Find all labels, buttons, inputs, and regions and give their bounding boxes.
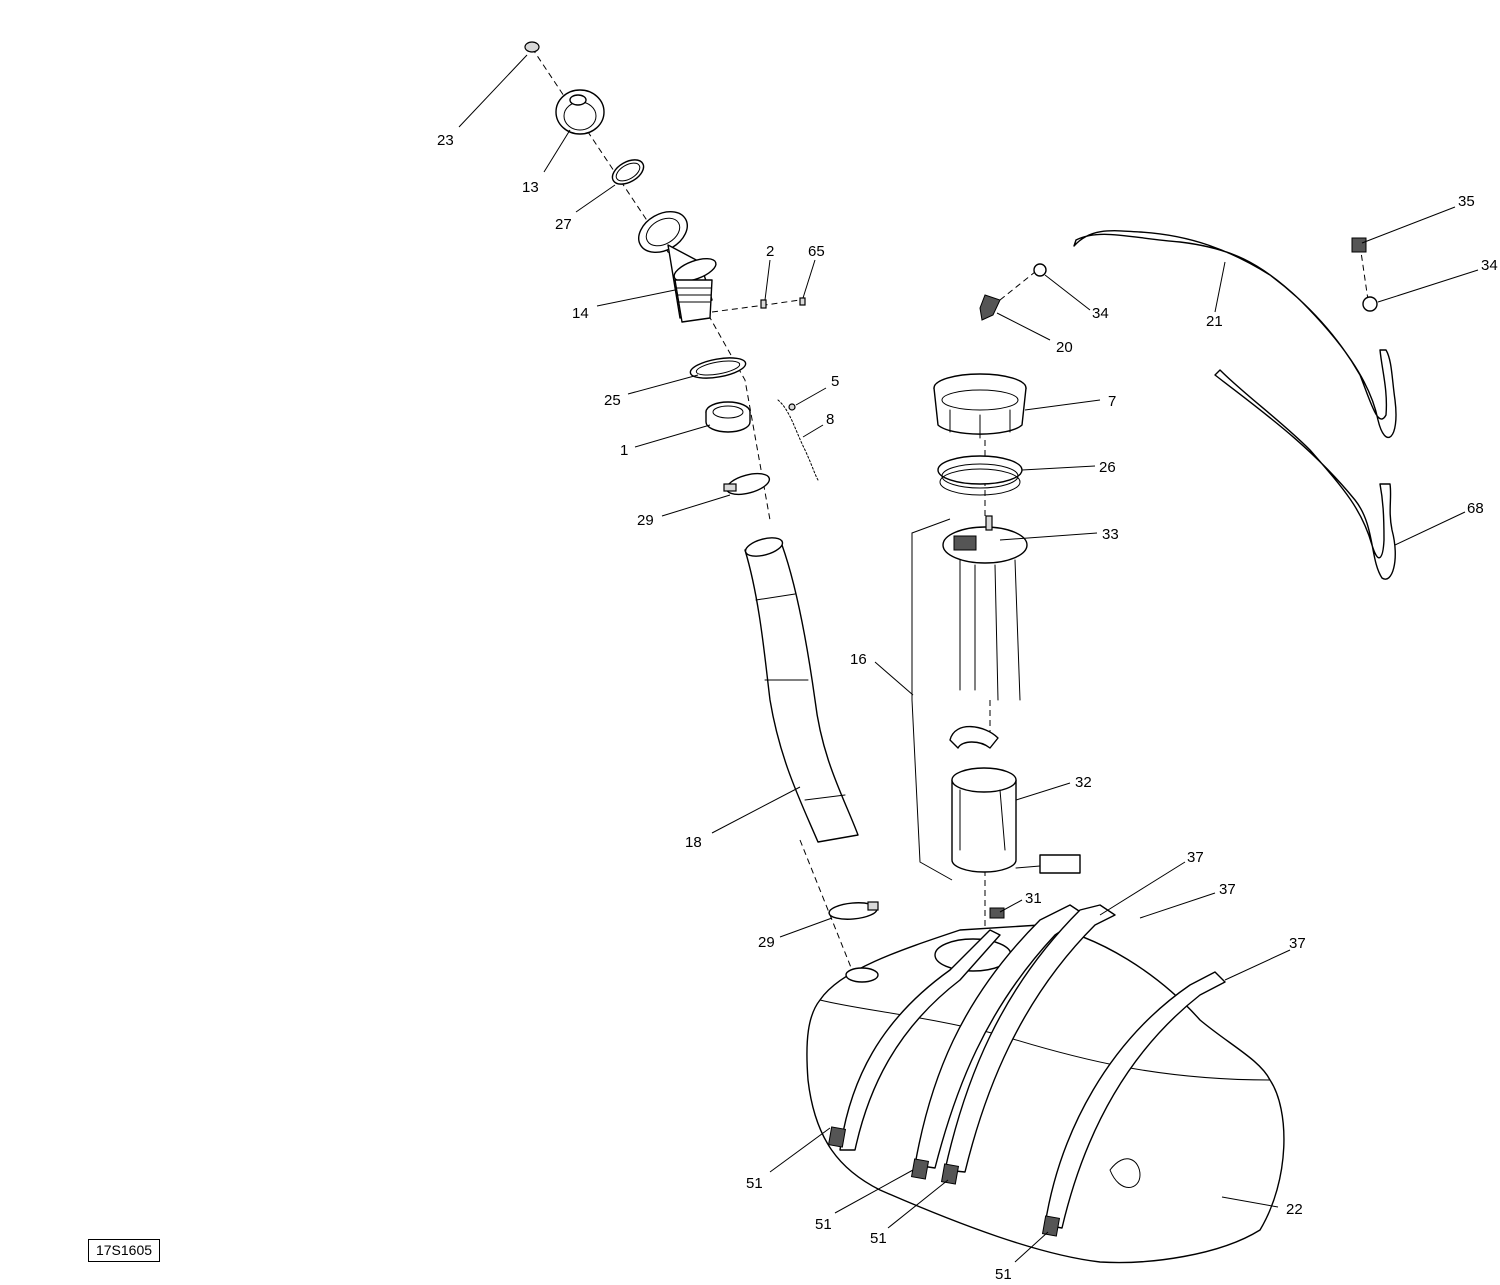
diagram-reference-code: 17S1605	[88, 1239, 160, 1262]
callout-labels: 23 13 27 14 2 65 25 1 5 8 29 18 29 7 26 …	[437, 132, 1498, 1283]
part-21-vent-hose	[1073, 230, 1397, 439]
part-51-buckle-1	[827, 1126, 847, 1148]
part-51-buckle-4	[1041, 1215, 1061, 1237]
callout-20: 20	[1056, 339, 1073, 356]
callout-8: 8	[826, 411, 834, 428]
callout-34-left: 34	[1092, 305, 1109, 322]
callout-65: 65	[808, 243, 825, 260]
assembly-axis-vent	[999, 244, 1369, 301]
callout-13: 13	[522, 179, 539, 196]
callout-34-right: 34	[1481, 257, 1498, 274]
callout-5: 5	[831, 373, 839, 390]
part-65-screw	[799, 297, 806, 306]
callout-51-a: 51	[746, 1175, 763, 1192]
callout-26: 26	[1099, 459, 1116, 476]
leader-lines	[458, 54, 1479, 1263]
part-27-o-ring	[611, 159, 645, 185]
callout-31: 31	[1025, 890, 1042, 907]
part-68-overflow-hose	[1214, 369, 1396, 580]
part-35-valve	[1351, 237, 1367, 253]
part-26-seal-ring	[937, 455, 1023, 496]
callout-23: 23	[437, 132, 454, 149]
part-33-pump-flange	[942, 515, 1028, 701]
part-2-screw	[760, 299, 767, 309]
part-51-buckle-2	[910, 1158, 930, 1180]
callout-68: 68	[1467, 500, 1484, 517]
callout-18: 18	[685, 834, 702, 851]
part-37-strap-1	[839, 929, 1001, 1151]
callout-37-c: 37	[1289, 935, 1306, 952]
callout-29-upper: 29	[637, 512, 654, 529]
part-34-clamp-right	[1362, 296, 1378, 312]
part-34-clamp-left	[1033, 263, 1047, 277]
callout-32: 32	[1075, 774, 1092, 791]
part-16-assembly-bracket	[911, 518, 953, 881]
part-31-strap-clip	[989, 907, 1005, 919]
part-14-filler-neck	[638, 211, 717, 323]
callout-37-b: 37	[1219, 881, 1236, 898]
part-25-gasket	[689, 357, 747, 379]
part-51-buckle-3	[940, 1163, 960, 1185]
part-29-clamp-upper	[723, 472, 771, 496]
part-20-check-valve	[979, 294, 1001, 321]
callout-37-a: 37	[1187, 849, 1204, 866]
part-23-plug	[524, 41, 540, 53]
callout-2: 2	[766, 243, 774, 260]
callout-29-lower: 29	[758, 934, 775, 951]
callout-21: 21	[1206, 313, 1223, 330]
part-5-screw	[788, 403, 796, 411]
part-13-fuel-cap	[555, 89, 605, 135]
part-18-filler-hose	[744, 537, 859, 843]
part-7-lock-ring	[933, 373, 1027, 439]
part-1-ring-nut	[705, 401, 751, 433]
callout-25: 25	[604, 392, 621, 409]
callout-51-d: 51	[995, 1266, 1012, 1283]
callout-7: 7	[1108, 393, 1116, 410]
callout-33: 33	[1102, 526, 1119, 543]
callout-14: 14	[572, 305, 589, 322]
callout-51-b: 51	[815, 1216, 832, 1233]
part-32-fuel-pump	[949, 725, 1081, 874]
callout-16: 16	[850, 651, 867, 668]
part-29-clamp-lower	[828, 901, 879, 920]
callout-27: 27	[555, 216, 572, 233]
callout-22: 22	[1286, 1201, 1303, 1218]
callout-35: 35	[1458, 193, 1475, 210]
callout-51-c: 51	[870, 1230, 887, 1247]
part-8-tether	[777, 399, 819, 481]
part-37-strap-4	[1044, 971, 1226, 1229]
assembly-axis-screws	[711, 299, 801, 313]
callout-1: 1	[620, 442, 628, 459]
